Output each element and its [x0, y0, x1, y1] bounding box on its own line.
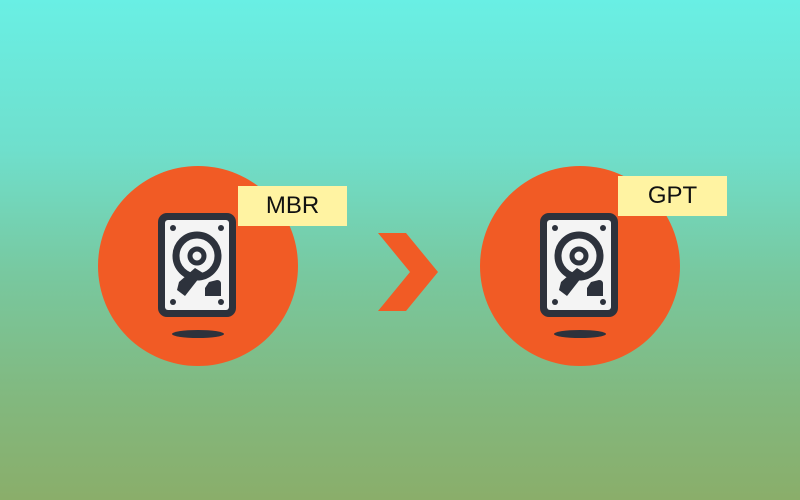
- chevron-right-icon: [378, 233, 438, 311]
- mbr-label: MBR: [238, 186, 347, 226]
- hard-drive-icon: [158, 213, 236, 338]
- gpt-label: GPT: [618, 176, 727, 216]
- hard-drive-icon: [540, 213, 618, 338]
